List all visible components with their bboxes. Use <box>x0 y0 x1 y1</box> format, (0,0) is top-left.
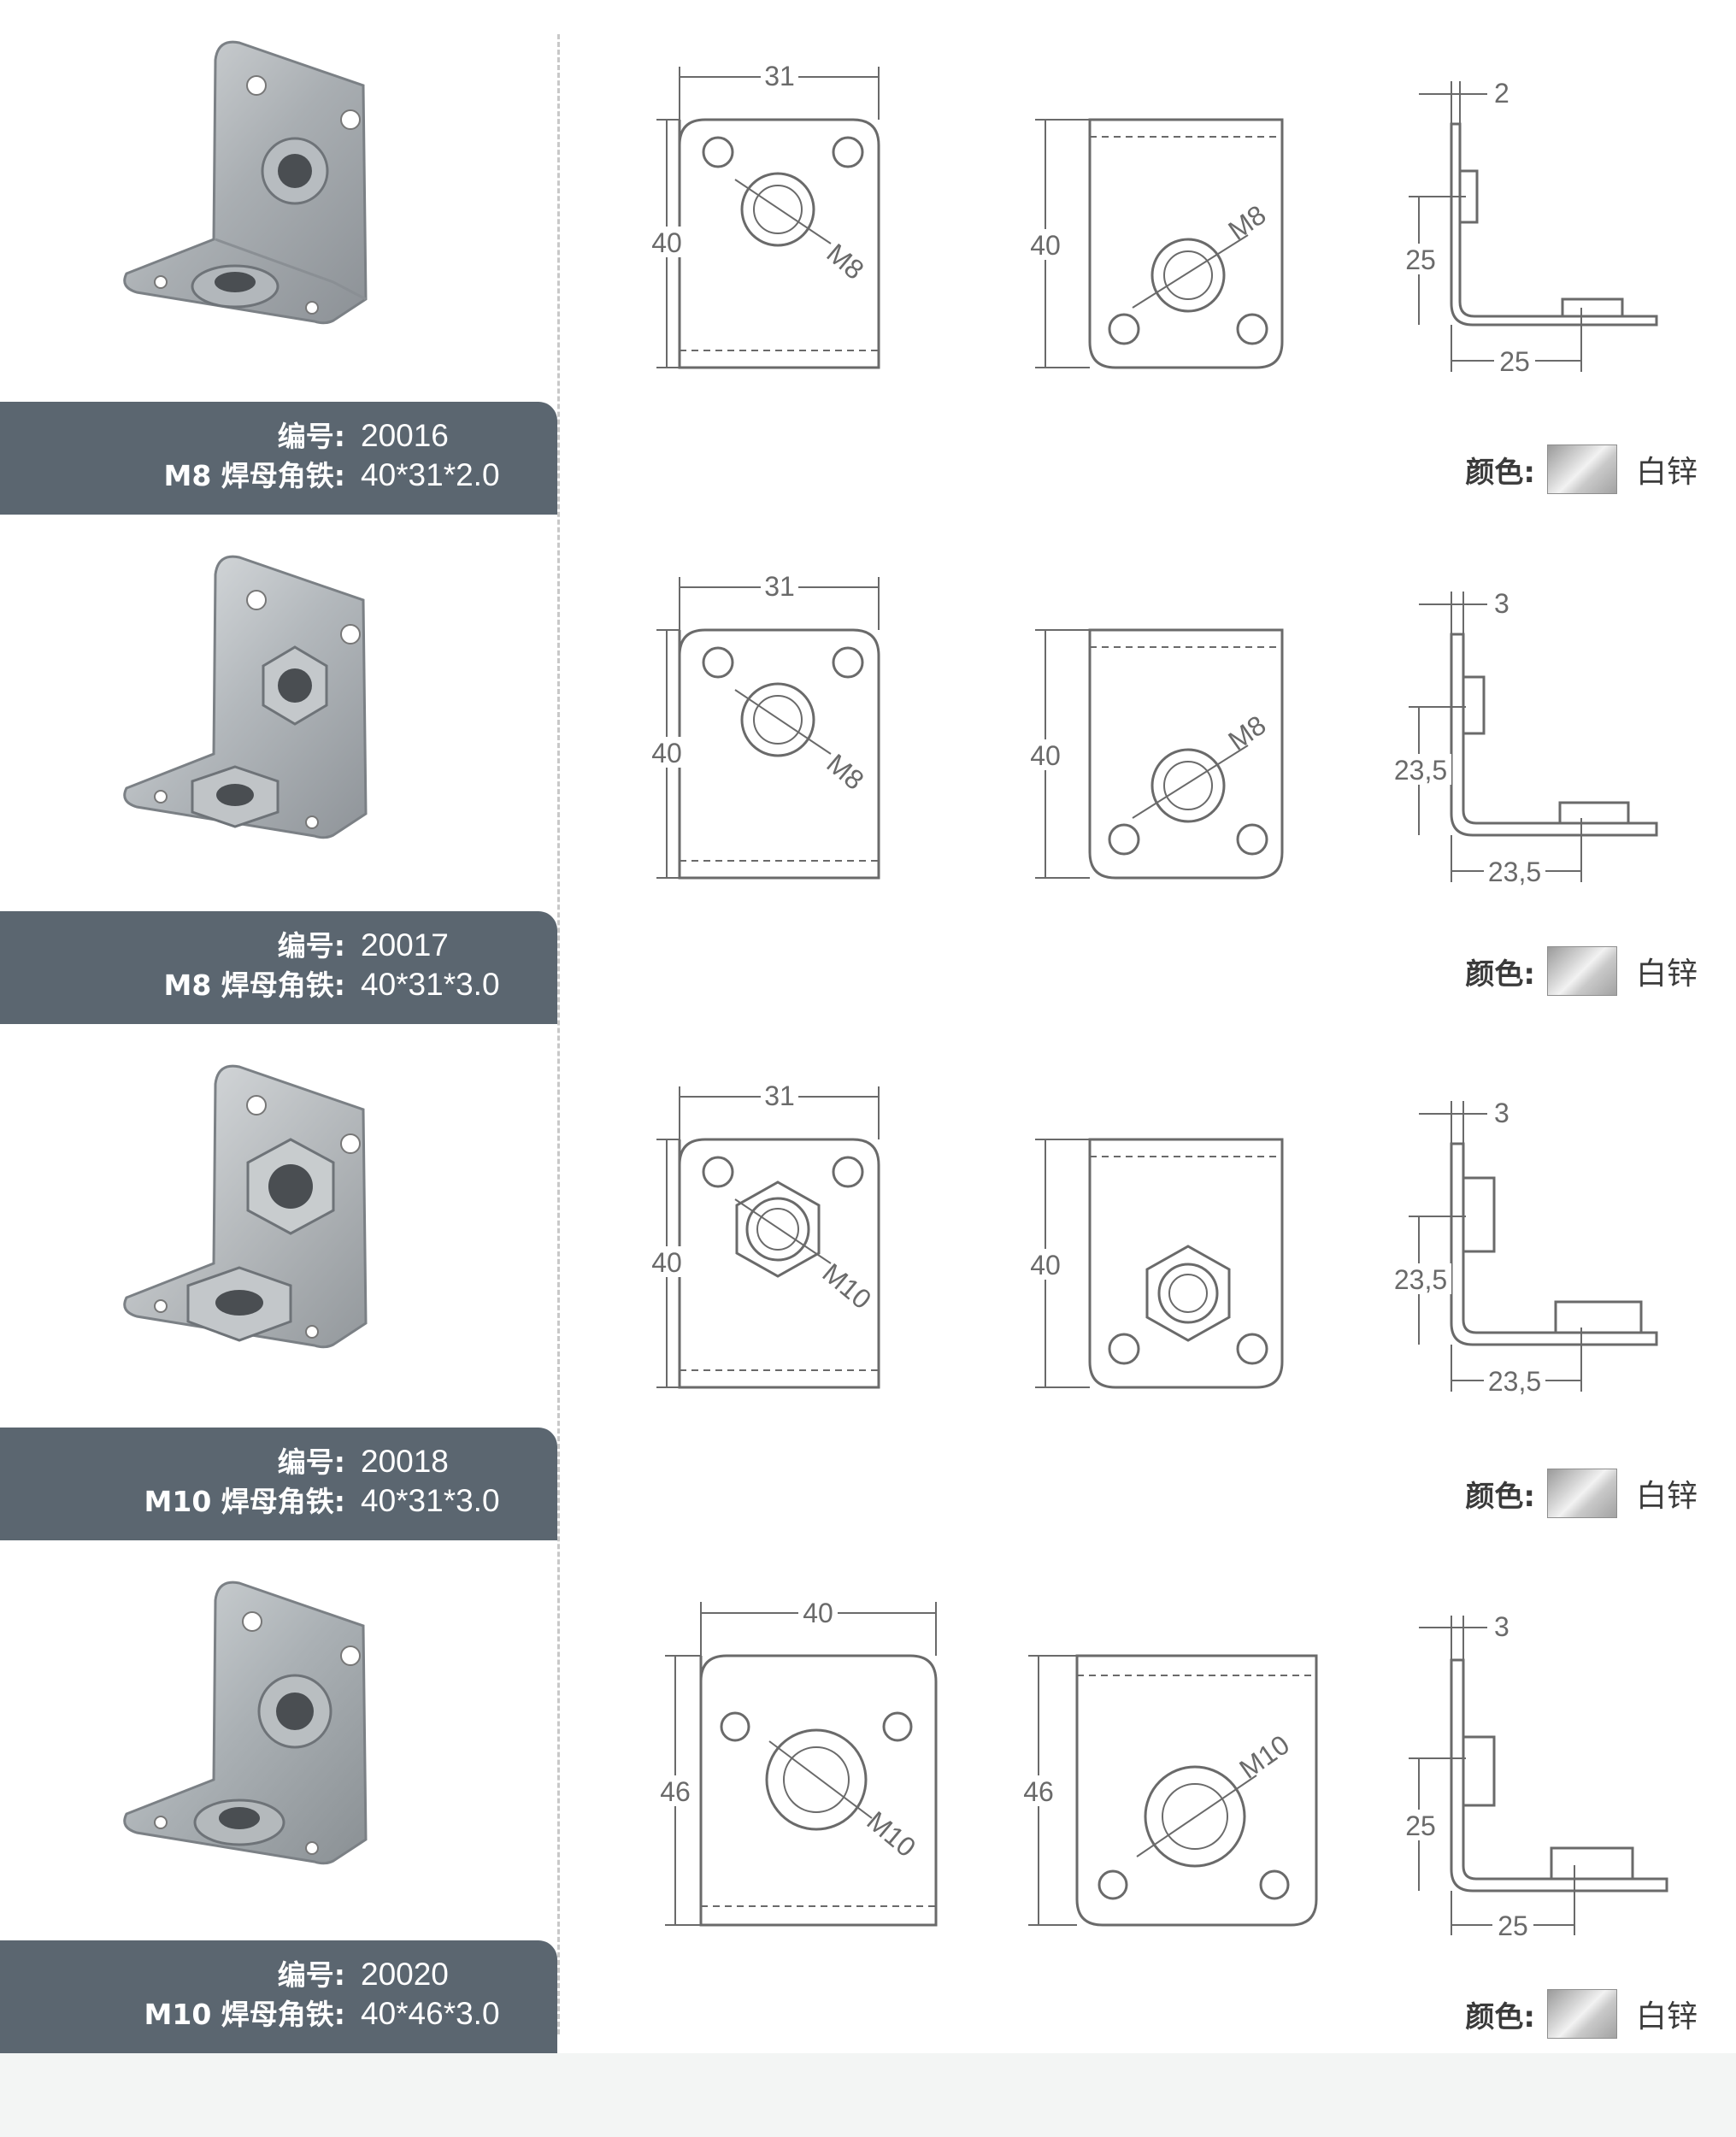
color-info: 颜色: 白锌 <box>1465 946 1698 996</box>
front-thread-label: M10 <box>817 1257 878 1316</box>
front-height-dim: 40 <box>651 227 682 258</box>
product-row-20020: 编号: 20020 M10 焊母角铁: 40*46*3.0 M10 40 <box>0 1540 1736 2053</box>
back-height-dim: 46 <box>1023 1776 1054 1807</box>
product-label: 编号: 20018 M10 焊母角铁: 40*31*3.0 <box>0 1428 557 1540</box>
front-view-drawing: M8 31 40 <box>651 60 880 369</box>
front-thread-label: M8 <box>821 748 870 796</box>
side-length-dim: 25 <box>1499 346 1530 377</box>
product-spec: 40*31*2.0 <box>361 457 500 492</box>
product-row-20016: 编号: 20016 M8 焊母角铁: 40*31*2.0 M8 31 <box>0 0 1736 515</box>
color-swatch <box>1546 1989 1617 2039</box>
product-label: 编号: 20016 M8 焊母角铁: 40*31*2.0 <box>0 402 557 515</box>
back-thread-label: M8 <box>1222 199 1271 246</box>
side-length-dim: 25 <box>1498 1910 1528 1941</box>
column-divider <box>557 34 560 2034</box>
side-length-dim: 23,5 <box>1488 1366 1541 1397</box>
product-code: 20018 <box>361 1444 449 1479</box>
side-view-drawing: 3 23,5 23,5 <box>1390 1098 1658 1397</box>
front-height-dim: 46 <box>660 1776 691 1807</box>
color-swatch <box>1546 1469 1617 1518</box>
back-thread-label: M8 <box>1222 709 1271 756</box>
front-view-drawing: M10 31 40 <box>651 1080 880 1389</box>
product-label: 编号: 20020 M10 焊母角铁: 40*46*3.0 <box>0 1940 557 2053</box>
code-label: 编号: <box>277 1958 345 1992</box>
color-name: 白锌 <box>1635 1479 1698 1514</box>
side-length-dim: 23,5 <box>1488 857 1541 887</box>
back-view-drawing: 40 <box>1030 1138 1284 1389</box>
product-row-20017: 编号: 20017 M8 焊母角铁: 40*31*3.0 M8 31 <box>0 515 1736 1024</box>
color-info: 颜色: 白锌 <box>1465 1989 1698 2039</box>
front-width-dim: 31 <box>764 1080 795 1111</box>
side-height-dim: 25 <box>1405 1810 1436 1841</box>
back-height-dim: 40 <box>1030 230 1061 261</box>
side-thickness-dim: 2 <box>1494 78 1509 109</box>
product-label: 编号: 20017 M8 焊母角铁: 40*31*3.0 <box>0 911 557 1024</box>
spec-label: M8 焊母角铁: <box>163 459 346 492</box>
catalog-sheet: 编号: 20016 M8 焊母角铁: 40*31*2.0 M8 31 <box>0 0 1736 2053</box>
color-label: 颜色: <box>1465 455 1535 490</box>
front-height-dim: 40 <box>651 1247 682 1278</box>
product-code: 20017 <box>361 927 449 963</box>
code-label: 编号: <box>277 1445 345 1479</box>
side-height-dim: 25 <box>1405 244 1436 275</box>
spec-label: M10 焊母角铁: <box>144 1998 345 2031</box>
product-code: 20016 <box>361 418 449 453</box>
code-label: 编号: <box>277 929 345 963</box>
product-spec: 40*46*3.0 <box>361 1996 500 2031</box>
side-thickness-dim: 3 <box>1494 1611 1509 1642</box>
back-height-dim: 40 <box>1030 1250 1061 1280</box>
color-swatch <box>1546 444 1617 494</box>
front-width-dim: 40 <box>803 1598 833 1628</box>
color-label: 颜色: <box>1465 957 1535 992</box>
color-label: 颜色: <box>1465 1479 1535 1514</box>
side-thickness-dim: 3 <box>1494 588 1509 619</box>
side-view-drawing: 3 23,5 23,5 <box>1390 588 1658 887</box>
product-row-20018: 编号: 20018 M10 焊母角铁: 40*31*3.0 M10 31 <box>0 1024 1736 1540</box>
color-name: 白锌 <box>1635 957 1698 992</box>
side-height-dim: 23,5 <box>1394 755 1447 786</box>
front-view-drawing: M10 40 46 <box>660 1596 938 1927</box>
color-info: 颜色: 白锌 <box>1465 1469 1698 1518</box>
bracket-photo <box>123 555 368 839</box>
front-thread-label: M10 <box>862 1805 922 1863</box>
back-view-drawing: M8 40 <box>1030 118 1284 369</box>
front-view-drawing: M8 31 40 <box>651 570 880 880</box>
back-view-drawing: M8 40 <box>1030 628 1284 880</box>
bracket-photo <box>123 1064 368 1349</box>
color-name: 白锌 <box>1635 1999 1698 2034</box>
product-spec: 40*31*3.0 <box>361 1483 500 1518</box>
bracket-photo <box>123 1581 368 1865</box>
product-code: 20020 <box>361 1957 449 1992</box>
product-spec: 40*31*3.0 <box>361 967 500 1002</box>
color-name: 白锌 <box>1635 455 1698 490</box>
side-view-drawing: 2 25 25 <box>1400 78 1658 377</box>
side-thickness-dim: 3 <box>1494 1098 1509 1128</box>
spec-label: M8 焊母角铁: <box>163 968 346 1002</box>
back-view-drawing: M10 46 <box>1023 1654 1318 1927</box>
side-view-drawing: 3 25 25 <box>1400 1611 1668 1941</box>
side-height-dim: 23,5 <box>1394 1264 1447 1295</box>
front-thread-label: M8 <box>821 238 870 286</box>
code-label: 编号: <box>277 420 345 453</box>
color-label: 颜色: <box>1465 1999 1535 2034</box>
front-width-dim: 31 <box>764 571 795 602</box>
color-swatch <box>1546 946 1617 996</box>
back-thread-label: M10 <box>1233 1729 1295 1785</box>
spec-label: M10 焊母角铁: <box>144 1485 345 1518</box>
front-height-dim: 40 <box>651 738 682 768</box>
bracket-photo <box>123 40 368 325</box>
color-info: 颜色: 白锌 <box>1465 444 1698 494</box>
back-height-dim: 40 <box>1030 740 1061 771</box>
front-width-dim: 31 <box>764 61 795 91</box>
